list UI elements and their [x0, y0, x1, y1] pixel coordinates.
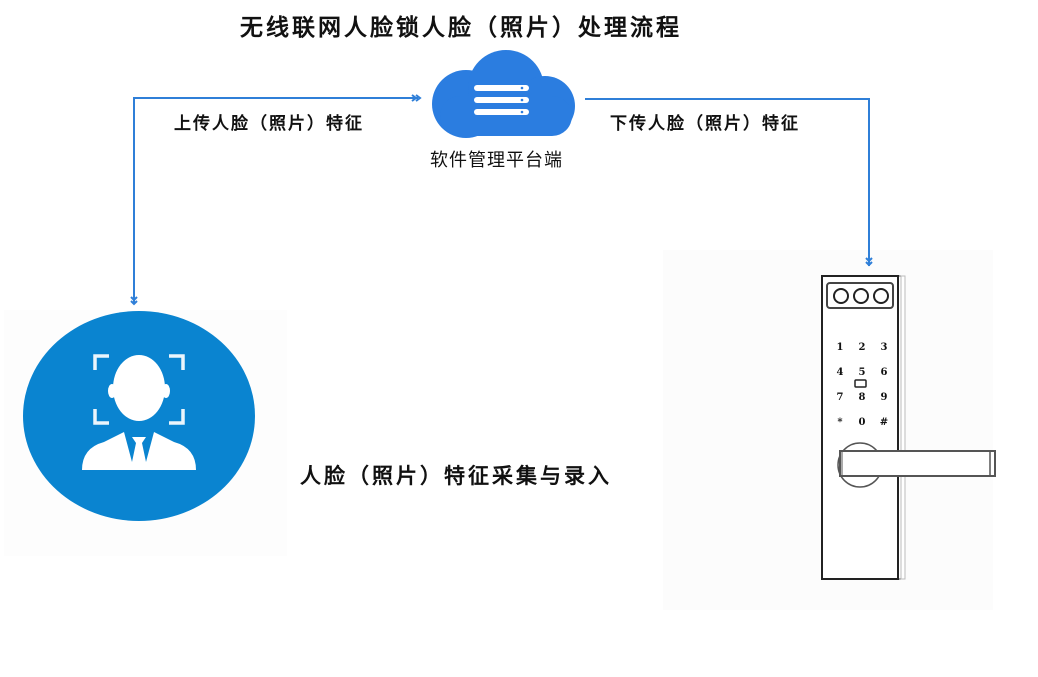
keypad-key[interactable]: 4: [836, 367, 844, 378]
keypad-key[interactable]: 2: [858, 342, 866, 353]
keypad-key[interactable]: 5: [858, 367, 866, 378]
download-connector: [585, 98, 873, 267]
upload-edge-label: 上传人脸（照片）特征: [174, 114, 364, 134]
download-edge-label: 下传人脸（照片）特征: [610, 114, 800, 134]
keypad-key[interactable]: 6: [880, 367, 888, 378]
keypad-key[interactable]: 9: [880, 392, 888, 403]
keypad-key[interactable]: 1: [836, 342, 844, 353]
keypad-key[interactable]: 7: [836, 392, 844, 403]
keypad-key[interactable]: 8: [858, 392, 866, 403]
keypad-key[interactable]: 3: [880, 342, 888, 353]
face-capture-label: 人脸（照片）特征采集与录入: [300, 463, 612, 488]
keypad-key[interactable]: 0: [858, 417, 866, 428]
keypad-key[interactable]: *: [837, 417, 843, 428]
upload-connector: [130, 94, 422, 306]
cloud-platform-label: 软件管理平台端: [430, 150, 563, 171]
keypad-key[interactable]: #: [879, 417, 889, 428]
diagram-title: 无线联网人脸锁人脸（照片）处理流程: [240, 14, 682, 41]
lock-keypad: 1 2 3 4 5 6 7 8 9 * 0 #: [829, 340, 889, 430]
